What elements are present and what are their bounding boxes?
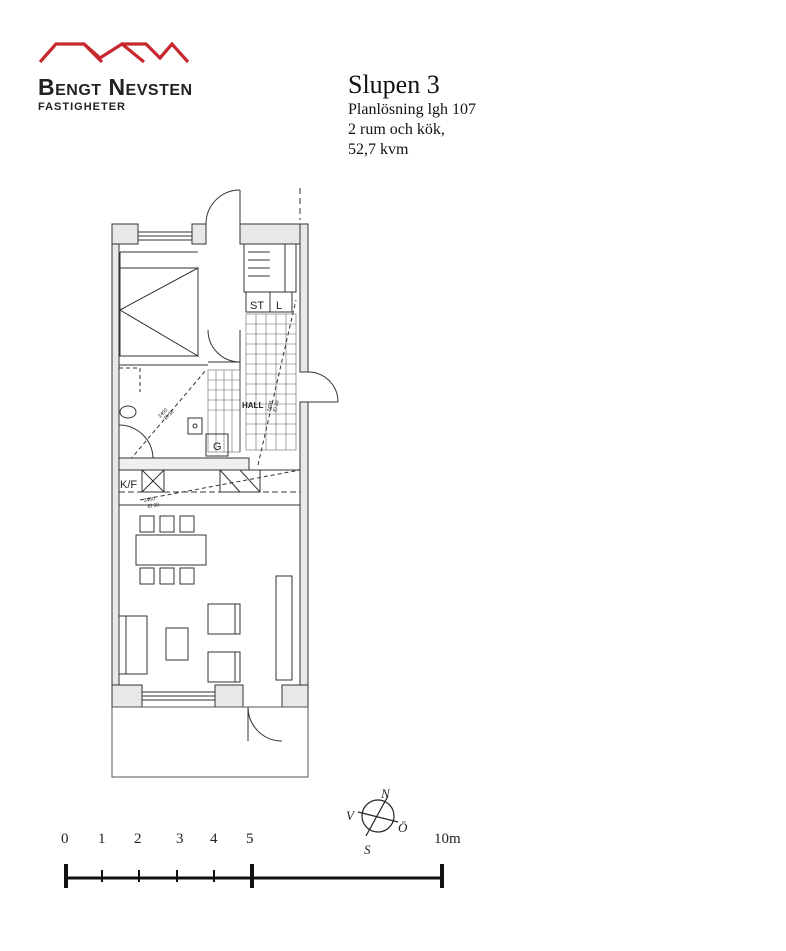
dim-label-3: 2400 xyxy=(143,496,155,504)
hall-tiles xyxy=(207,313,297,453)
compass-o: Ö xyxy=(398,820,408,835)
scale-tick-0: 0 xyxy=(61,831,69,847)
label-st: ST xyxy=(250,300,264,312)
area-text: 52,7 kvm xyxy=(348,141,409,158)
scale-tick-4: 4 xyxy=(210,831,218,847)
compass-s: S xyxy=(364,842,371,857)
dining-set xyxy=(135,515,207,585)
title-block: Slupen 3 Planlösning lgh 107 2 rum och k… xyxy=(348,70,476,160)
compass-icon xyxy=(357,795,399,837)
scale-and-compass: N V Ö S 0 1 2 3 4 5 10m xyxy=(61,786,461,888)
scale-tick-1: 1 xyxy=(98,831,106,847)
logo-subtitle: FASTIGHETER xyxy=(38,101,127,113)
dim-label-2b: El 30 xyxy=(272,400,281,413)
floor-plan: ST L HALL G K/F 2400 El 30 2400 El 30 24… xyxy=(111,188,339,778)
dim-label-3b: El 30 xyxy=(147,502,159,510)
scale-end: 10m xyxy=(434,831,461,847)
roof-logo-icon xyxy=(38,41,190,64)
label-hall: HALL xyxy=(242,401,263,410)
logo-company-name: Bengt Nevsten xyxy=(38,74,193,101)
label-kf: K/F xyxy=(120,479,137,491)
label-l: L xyxy=(276,300,282,312)
room-count: 2 rum och kök, xyxy=(348,121,445,138)
plan-subtitle: Planlösning lgh 107 xyxy=(348,101,477,118)
logo-name-text: Bengt Nevsten xyxy=(38,74,193,100)
compass-v: V xyxy=(346,808,356,823)
scale-tick-2: 2 xyxy=(134,831,142,847)
compass-n: N xyxy=(380,786,391,801)
page-title: Slupen 3 xyxy=(348,70,440,99)
company-logo: Bengt Nevsten FASTIGHETER xyxy=(36,38,236,118)
label-g: G xyxy=(213,441,222,453)
dim-label-2: 2400 xyxy=(266,400,275,413)
scale-tick-3: 3 xyxy=(176,831,184,847)
living-furniture xyxy=(118,575,293,683)
scale-bar xyxy=(64,864,444,888)
scale-tick-5: 5 xyxy=(246,831,254,847)
